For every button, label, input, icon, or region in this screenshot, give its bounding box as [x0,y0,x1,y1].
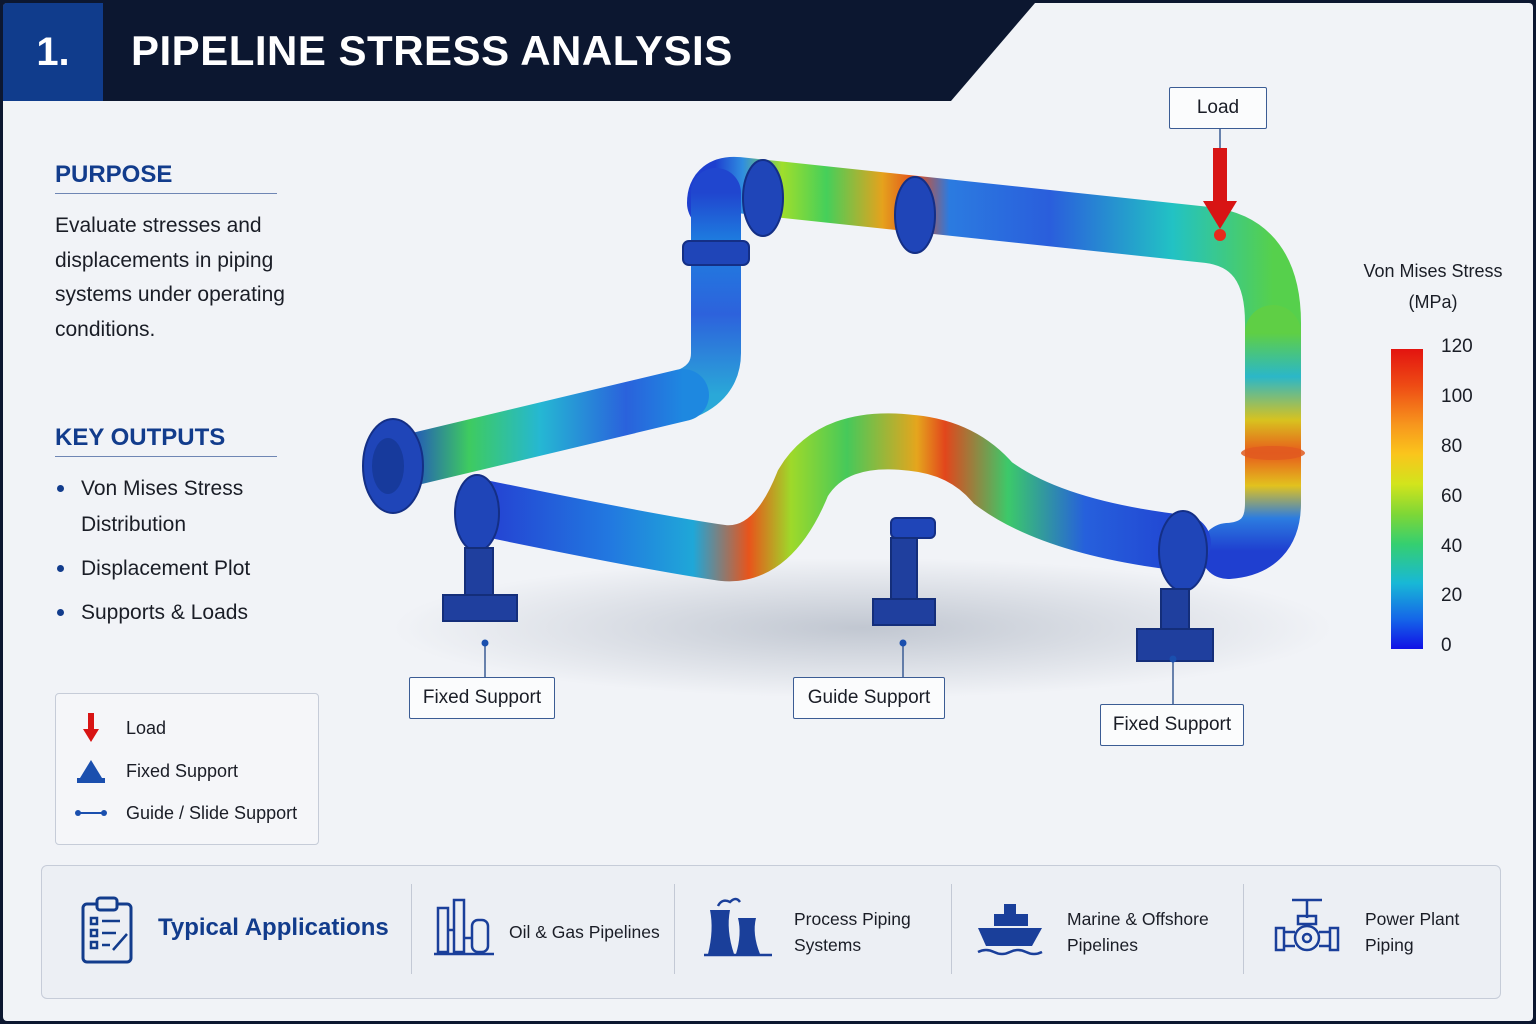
divider [951,884,952,974]
application-label: Marine & Offshore Pipelines [1067,909,1209,955]
legend-item-load: Load [56,713,167,743]
divider [411,884,412,974]
key-output-item: Displacement Plot [55,551,281,587]
pipe-open-end [372,438,404,494]
colorbar [1391,349,1423,649]
legend-item-fixed-support: Fixed Support [56,757,238,785]
purpose-text: Evaluate stresses and displacements in p… [55,214,285,341]
legend-label: Load [126,717,167,738]
key-outputs-list: Von Mises Stress Distribution Displaceme… [55,471,281,639]
divider [674,884,675,974]
key-output-item: Supports & Loads [55,595,281,631]
callout-fixed-support-left: Fixed Support [409,677,555,719]
clipboard-icon [80,896,136,969]
applications-strip: Typical Applications Oil & Gas Pipelines… [41,865,1501,999]
infographic-frame: 1. PIPELINE STRESS ANALYSIS PURPOSE Eval… [3,3,1533,1021]
symbol-legend: Load Fixed Support Guide / Slide Support [55,693,319,845]
divider [1243,884,1244,974]
legend-label: Guide / Slide Support [126,802,298,823]
applications-title: Typical Applications [158,914,389,941]
load-arrow-icon [56,713,126,743]
key-outputs-heading: KEY OUTPUTS [55,424,226,451]
colorbar-tick: 40 [1441,536,1463,557]
purpose-rule [55,193,277,194]
application-label: Power Plant Piping [1365,909,1460,955]
pipe-upper-run [687,156,1301,471]
pipe-lower-run [455,413,1211,582]
cooling-tower-icon [702,894,774,963]
legend-label: Fixed Support [126,760,239,781]
fixed-support-right [1136,588,1214,662]
purpose-heading: PURPOSE [55,161,173,188]
colorbar-tick: 120 [1441,336,1473,357]
valve-icon [1274,894,1340,963]
key-outputs-rule [55,456,277,457]
application-label: Oil & Gas Pipelines [509,922,660,942]
section-number: 1. [3,3,103,101]
page-title: PIPELINE STRESS ANALYSIS [131,27,733,74]
pipe-stress-model [362,129,1333,706]
flange [362,159,1208,592]
colorbar-tick: 20 [1441,585,1463,606]
colorbar-tick: 80 [1441,436,1463,457]
callout-fixed-support-right: Fixed Support [1100,704,1244,746]
colorbar-tick: 0 [1441,635,1452,656]
legend-item-guide-support: Guide / Slide Support [56,799,297,827]
key-output-item: Von Mises Stress Distribution [55,471,281,543]
colorbar-tick: 100 [1441,386,1473,407]
header-bar [3,3,1035,101]
callout-load: Load [1169,87,1267,129]
fixed-support-icon [56,758,126,784]
leader-lines [484,129,1221,706]
ship-icon [974,896,1046,965]
guide-support [872,537,936,626]
refinery-icon [432,894,496,963]
load-arrow [1203,148,1237,241]
pipe-upper-left-run [372,369,709,489]
pipe-riser [658,168,741,420]
callout-guide-support: Guide Support [793,677,945,719]
colorbar-title: Von Mises Stress (MPa) [1363,261,1503,312]
pipe-right-leg [1200,305,1301,579]
fixed-support-left [442,547,518,622]
colorbar-tick: 60 [1441,486,1463,507]
application-label: Process Piping Systems [794,909,911,955]
guide-support-icon [56,807,126,819]
